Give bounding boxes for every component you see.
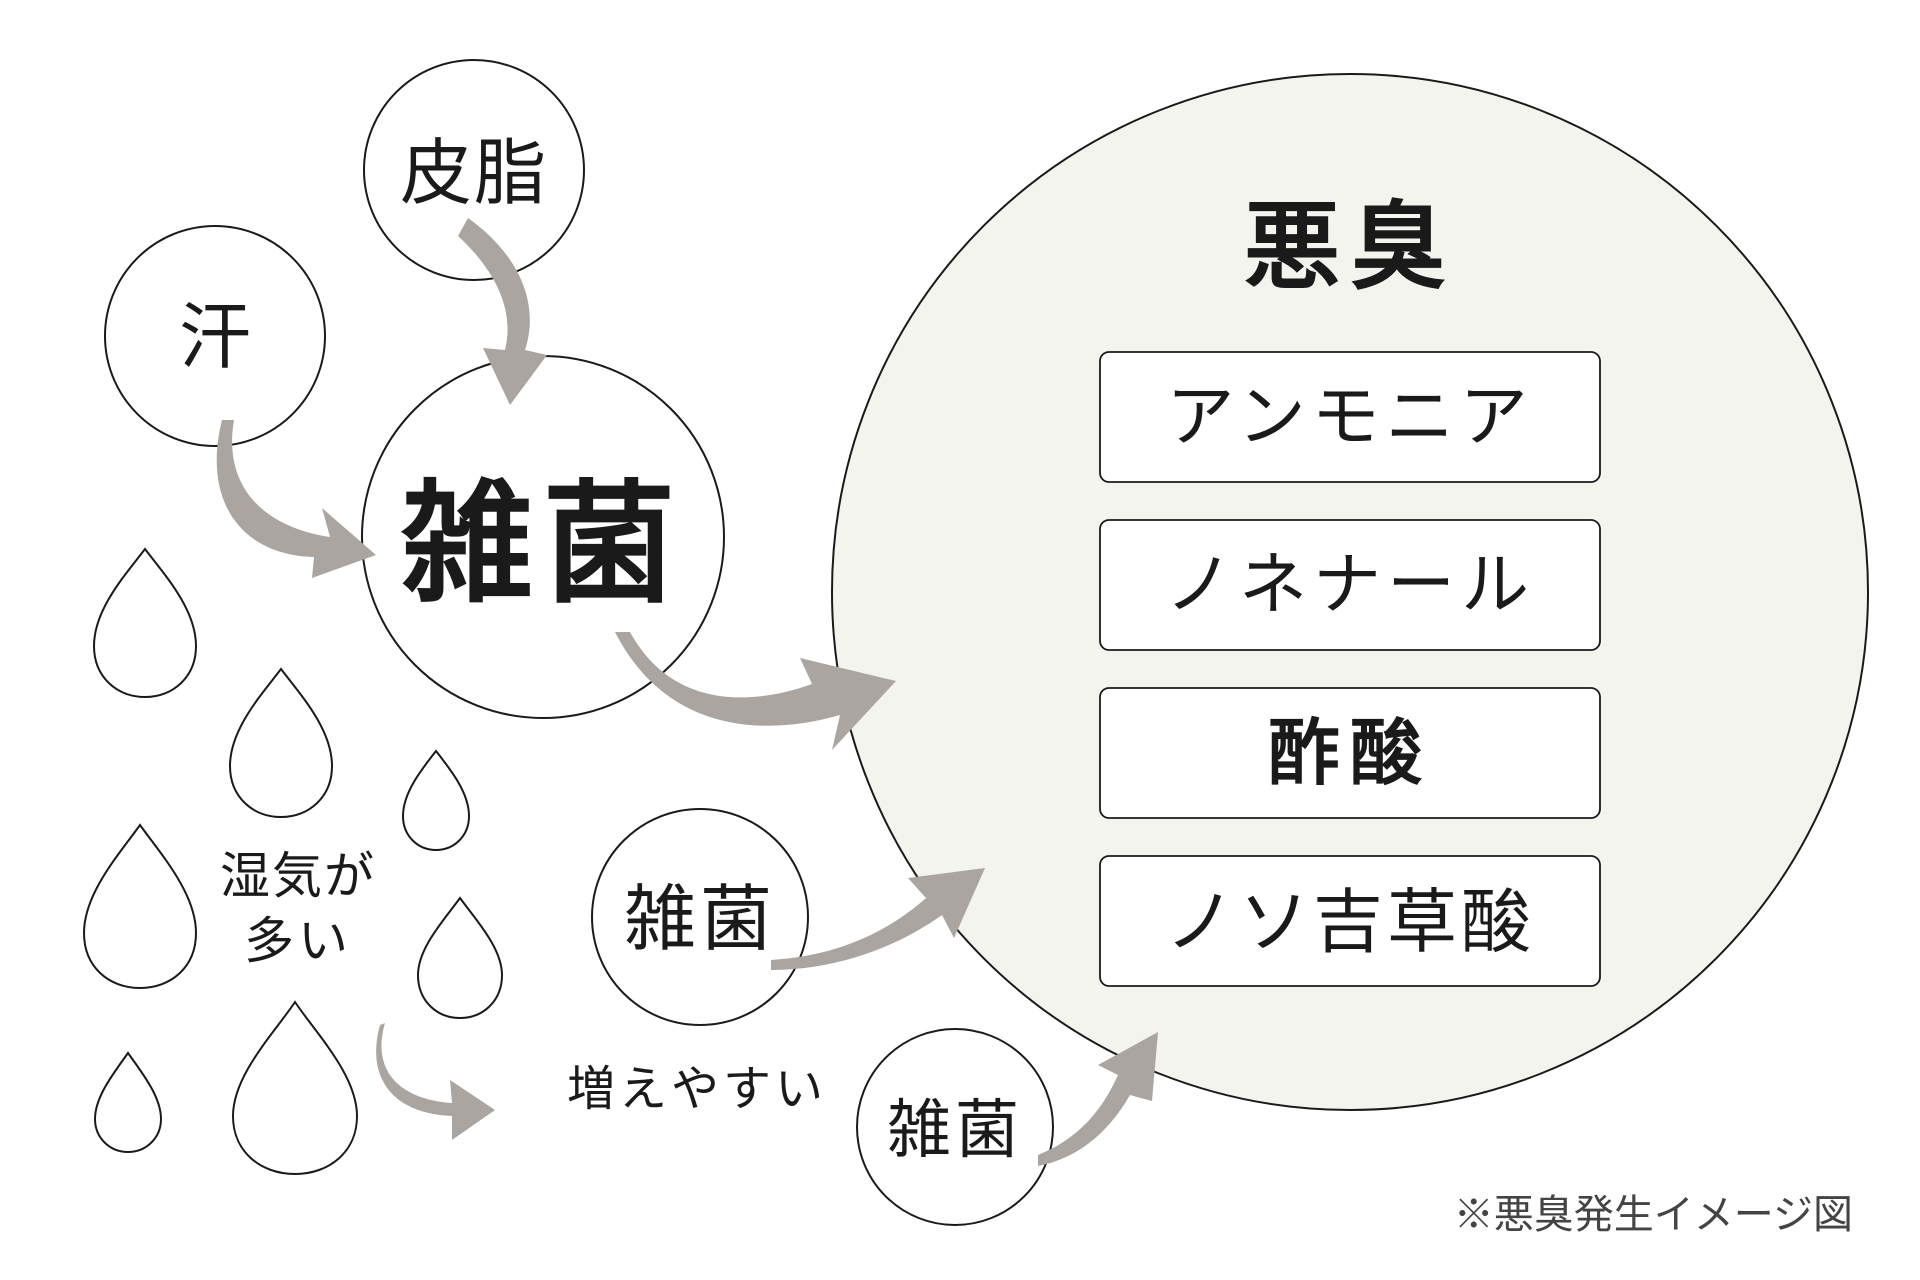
sebum-circle <box>363 59 585 281</box>
bacteria-small-2-label: 雑菌 <box>887 1094 1023 1168</box>
odor-item: ノネナール <box>1099 519 1601 651</box>
caption: ※悪臭発生イメージ図 <box>1454 1192 1853 1238</box>
water-drops <box>82 547 504 1176</box>
water-drop <box>416 896 504 1020</box>
arrow-sebum-to-bacteria <box>458 218 547 405</box>
arrow-sweat-to-bacteria <box>216 420 376 578</box>
odor-item-box <box>1099 519 1601 651</box>
sweat-circle <box>104 225 326 447</box>
odor-item-box <box>1099 687 1601 819</box>
odor-item-label: 酢酸 <box>1268 710 1432 795</box>
water-drop <box>228 667 334 819</box>
arrow-bacteria-to-odor <box>615 632 896 750</box>
increase-label: 増えやすい <box>567 1061 827 1117</box>
bacteria-main-label: 雑菌 <box>400 467 685 622</box>
arrow-humidity-to-increase <box>376 1023 495 1140</box>
water-drop <box>92 547 198 699</box>
odor-item: ノソ吉草酸 <box>1099 855 1601 987</box>
odor-item-box <box>1099 855 1601 987</box>
bacteria-small-1-label: 雑菌 <box>624 877 776 961</box>
humidity-label-line1: 湿気が <box>220 847 376 905</box>
humidity-label-line2: 多い <box>244 912 352 970</box>
odor-item-label: アンモニア <box>1166 378 1533 457</box>
odor-item: アンモニア <box>1099 351 1601 483</box>
water-drop <box>401 749 471 852</box>
bacteria-circle-small-1 <box>591 808 809 1026</box>
bacteria-circle-small-2 <box>856 1028 1054 1226</box>
water-drop <box>231 1000 359 1176</box>
sebum-label: 皮脂 <box>400 131 548 215</box>
odor-item-label: ノソ吉草酸 <box>1165 881 1535 963</box>
arrow-small-bacteria-1-to-odor <box>771 868 985 970</box>
odor-item-box <box>1099 351 1601 483</box>
water-drop <box>93 1051 163 1154</box>
odor-item-label: ノネナール <box>1165 546 1535 625</box>
odor-title: 悪臭 <box>1244 190 1456 303</box>
sweat-label: 汗 <box>179 295 251 379</box>
odor-item: 酢酸 <box>1099 687 1601 819</box>
water-drop <box>82 823 198 990</box>
arrow-small-bacteria-2-to-odor <box>1038 1032 1158 1166</box>
